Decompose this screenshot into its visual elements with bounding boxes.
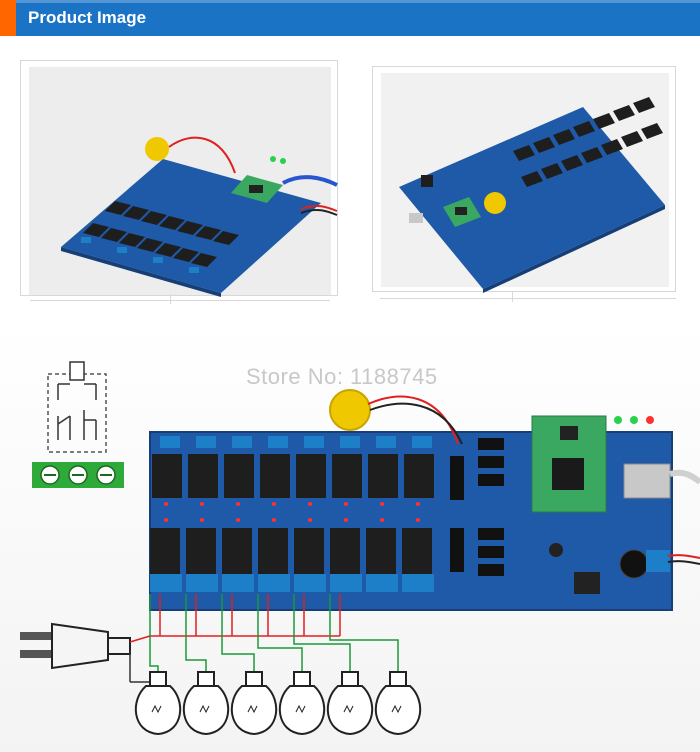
store-watermark: Store No: 1188745 [246,364,438,389]
header-highlight [0,0,700,3]
section-title: Product Image [28,8,147,27]
load-wiring-diagram [20,594,422,736]
relay-board-illustration [149,389,700,611]
product-photo-right [372,66,676,293]
relay-schematic-icon [32,361,124,488]
power-plug-icon [20,622,151,670]
photo-left-baseline [30,300,330,301]
photo-right-baseline [380,298,676,299]
photo-left-divider [170,294,171,304]
product-photo-left [20,60,338,297]
photo-right-divider [512,292,513,302]
header-tab-marker [0,0,16,36]
relay-board-topdown-photo [381,73,669,293]
section-header: Product Image [0,0,700,36]
relay-board-angled-photo [29,67,338,297]
light-bulb-icon [134,671,422,736]
